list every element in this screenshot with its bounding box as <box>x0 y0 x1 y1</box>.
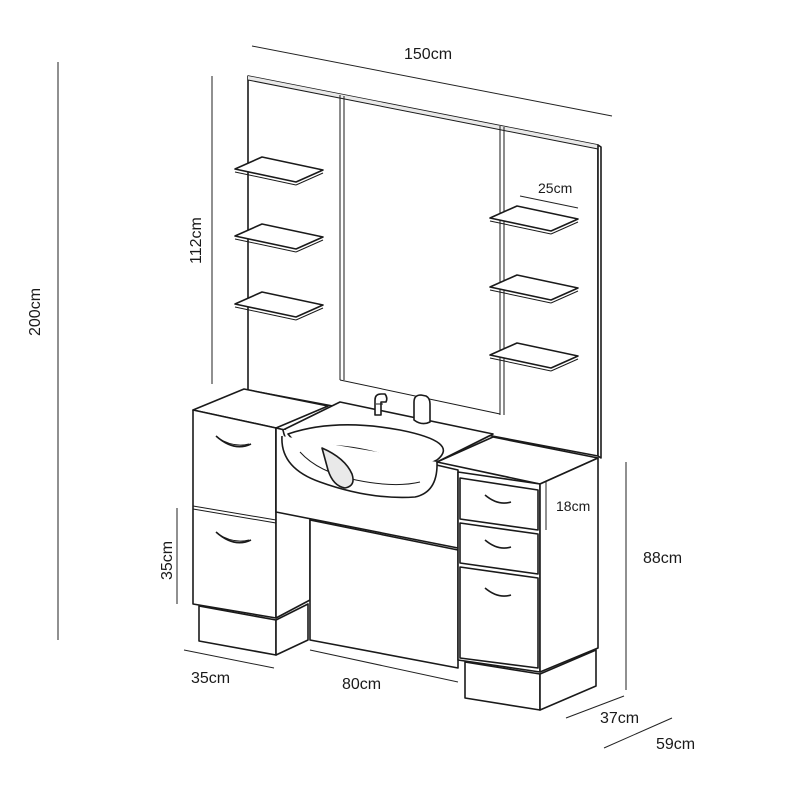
mirror-height-label: 112cm <box>188 217 205 264</box>
total-width-label: 150cm <box>404 46 452 63</box>
total-height-label: 200cm <box>27 288 44 336</box>
drawer-height-label: 18cm <box>556 498 590 514</box>
left-cabinet <box>192 388 329 619</box>
top-depth-label: 59cm <box>656 736 695 753</box>
basin-unit <box>275 401 494 669</box>
right-shelves <box>489 205 579 372</box>
counter-height-label: 88cm <box>643 550 682 567</box>
left-plinth <box>198 603 309 656</box>
dimension-lines <box>57 45 673 749</box>
faucet <box>374 393 431 425</box>
right-plinth <box>464 649 597 711</box>
left-cabinet-width-label: 35cm <box>191 670 230 687</box>
left-shelves <box>234 156 324 321</box>
mirror-panel <box>247 75 602 459</box>
door-height-label: 35cm <box>159 541 176 580</box>
shelf-depth-label: 25cm <box>538 180 572 196</box>
cabinet-depth-label: 37cm <box>600 710 639 727</box>
basin-width-label: 80cm <box>342 676 381 693</box>
right-cabinet <box>436 436 599 673</box>
